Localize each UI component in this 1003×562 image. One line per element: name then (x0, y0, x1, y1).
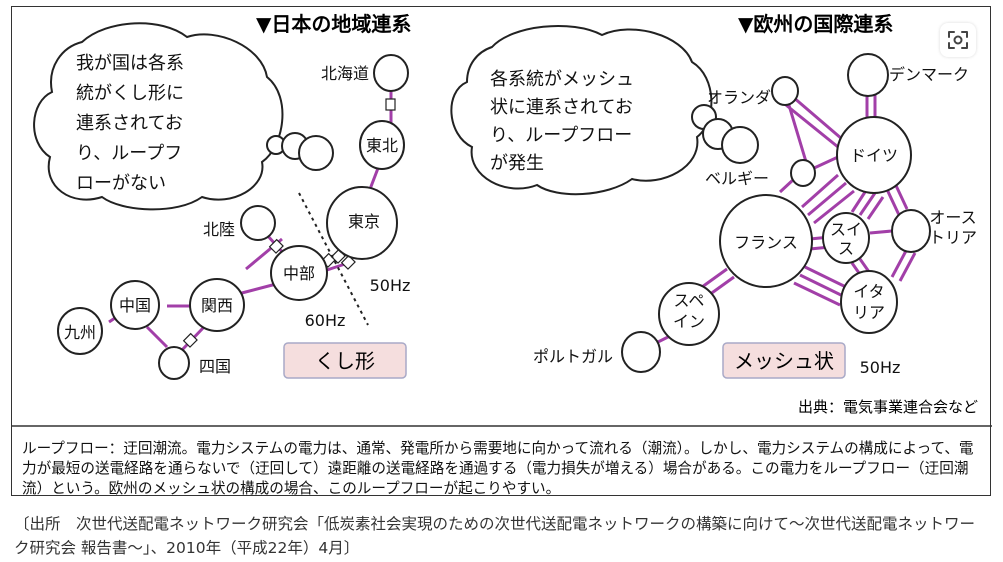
link-belgium-germany (811, 155, 839, 171)
converter-chubu-tokyo-3 (340, 254, 356, 270)
label-europe-freq: 50Hz (860, 358, 901, 377)
link-france-italy-3 (793, 281, 841, 307)
europe-thought-text: 各系統がメッシュ 状に連系されてお り、ループフロー が発生 (490, 69, 634, 174)
japan-thought-line-2: 統がくし形に (76, 83, 184, 104)
label-spain-line1: スペ (674, 291, 705, 310)
japan-thought-line-4: り、ループフ (76, 143, 182, 164)
link-france-italy-2 (799, 273, 846, 299)
node-chugoku (110, 280, 160, 330)
label-kansai: 関西 (201, 296, 233, 315)
japan-title: ▼日本の地域連系 (256, 12, 411, 36)
label-tohoku: 東北 (366, 136, 398, 155)
label-austria-line1: オース (929, 208, 976, 227)
node-chubu (270, 245, 328, 301)
grid-diagram: ▼日本の地域連系 我が国は各系 統がくし形に 連系されてお り、ループフ ローが… (12, 12, 992, 427)
label-germany: ドイツ (850, 146, 898, 165)
japan-thought-line-5: ローがない (76, 173, 166, 194)
link-france-germany-2 (807, 181, 847, 217)
link-france-italy-1 (804, 265, 851, 291)
label-tokyo: 東京 (348, 212, 380, 231)
figure-caption: 〔出所 次世代送配電ネットワーク研究会「低炭素社会実現のための次世代送配電ネット… (14, 515, 976, 557)
europe-thought-line-3: り、ループフロー (490, 125, 632, 146)
source-label: 出典：電気事業連合会など (798, 398, 978, 416)
link-netherlands-germany-1 (792, 95, 843, 141)
link-france-spain-1 (701, 267, 728, 289)
label-switzerland-line1: スイ (830, 220, 862, 239)
node-switzerland (822, 212, 870, 264)
figure-frame: ▼日本の地域連系 我が国は各系 統がくし形に 連系されてお り、ループフ ローが… (11, 6, 992, 497)
node-shikoku (158, 346, 190, 380)
link-netherlands-germany-2 (785, 103, 839, 149)
link-switz-germany-3 (866, 196, 885, 220)
node-kansai (189, 278, 245, 332)
node-portugal (621, 331, 661, 373)
node-italy (840, 270, 898, 334)
converter-shikoku-kansai (182, 332, 198, 348)
node-germany (836, 116, 912, 194)
japan-labels: 北海道 東北 東京 北陸 中部 関西 中国 九州 四国 50Hz 60Hz (64, 64, 410, 376)
lens-search-icon (948, 31, 968, 49)
lens-search-button[interactable] (940, 23, 976, 57)
europe-thought-line-1: 各系統がメッシュ (490, 69, 634, 90)
japan-thought-text: 我が国は各系 統がくし形に 連系されてお り、ループフ ローがない (76, 53, 184, 194)
label-shikoku: 四国 (199, 357, 231, 376)
japan-nodes (57, 54, 409, 380)
converter-hokkaido-tohoku (385, 98, 396, 111)
label-hokkaido: 北海道 (321, 64, 369, 83)
europe-title: ▼欧州の国際連系 (738, 12, 893, 36)
europe-thought-cloud (450, 25, 759, 196)
label-freq-west: 60Hz (305, 311, 346, 330)
label-denmark: デンマーク (889, 65, 969, 84)
link-switz-austria (869, 229, 893, 235)
node-austria (891, 209, 931, 253)
loop-flow-note: ループフロー：迂回潮流。電力システムの電力は、通常、発電所から需要地に向かって流… (22, 440, 974, 497)
europe-badge-text: メッシュ状 (734, 349, 834, 373)
node-kyushu (57, 307, 103, 355)
node-hokuriku (240, 205, 276, 241)
japan-badge (283, 342, 407, 379)
link-austria-italy-2 (898, 252, 917, 282)
label-kyushu: 九州 (64, 323, 96, 342)
node-belgium (790, 159, 816, 187)
europe-thought-line-4: が発生 (490, 153, 544, 174)
label-spain-line2: イン (673, 312, 705, 331)
link-switz-germany-2 (858, 192, 877, 216)
label-portugal: ポルトガル (533, 347, 613, 366)
converter-hokuriku-chubu (268, 238, 284, 254)
label-austria-line2: トリア (929, 228, 977, 247)
node-tokyo (326, 186, 398, 260)
label-belgium: ベルギー (705, 169, 769, 188)
japan-thought-line-1: 我が国は各系 (76, 53, 184, 74)
label-france: フランス (734, 233, 798, 252)
node-netherlands (771, 76, 799, 106)
label-netherlands: オランダ (707, 88, 771, 107)
link-france-germany-1 (801, 173, 839, 209)
europe-nodes (621, 53, 931, 373)
label-chugoku: 中国 (119, 296, 151, 315)
node-tohoku (359, 120, 405, 170)
link-austria-italy-1 (890, 248, 909, 278)
label-switzerland-line2: ス (838, 239, 854, 258)
node-france (719, 194, 813, 288)
japan-badge-text: くし形 (315, 349, 375, 373)
europe-thought-line-2: 状に連系されてお (490, 97, 633, 118)
europe-labels: デンマーク オランダ ドイツ ベルギー フランス スイ ス オース トリア スペ… (533, 65, 977, 377)
europe-badge (722, 342, 846, 379)
japan-thought-cloud (33, 22, 334, 211)
label-freq-east: 50Hz (370, 276, 411, 295)
link-chugoku-shikoku (145, 325, 169, 349)
label-hokuriku: 北陸 (203, 220, 235, 239)
label-italy-line2: リア (853, 303, 885, 322)
label-chubu: 中部 (283, 264, 315, 283)
japan-thought-line-3: 連系されてお (76, 113, 183, 134)
link-belgium-france (778, 177, 796, 194)
node-hokkaido (373, 54, 409, 92)
node-denmark (847, 53, 889, 97)
link-france-spain-2 (708, 275, 735, 297)
node-spain (658, 282, 720, 346)
link-france-germany-3 (813, 189, 855, 225)
label-italy-line1: イタ (853, 282, 884, 301)
